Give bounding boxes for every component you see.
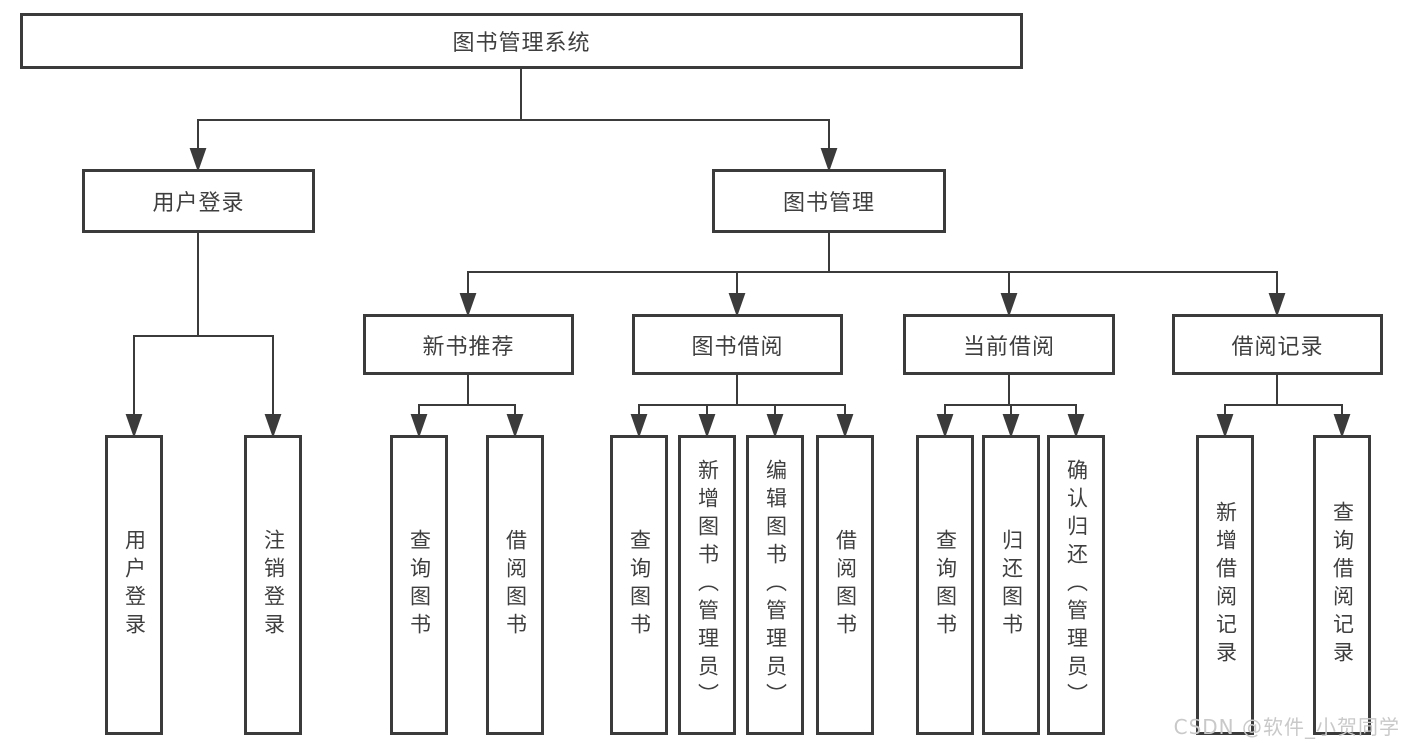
node-label: 借阅图书 bbox=[833, 529, 858, 641]
node-recommend-query-books: 查询图书 bbox=[390, 435, 448, 735]
csdn-watermark: CSDN @软件_小贺同学 bbox=[1173, 715, 1400, 739]
node-query-borrow-record: 查询借阅记录 bbox=[1313, 435, 1371, 735]
node-new-book-recommendation: 新书推荐 bbox=[363, 314, 574, 375]
node-book-management: 图书管理 bbox=[712, 169, 946, 233]
node-edit-books-admin: 编辑图书（管理员） bbox=[746, 435, 804, 735]
node-return-books: 归还图书 bbox=[982, 435, 1040, 735]
node-label: 注销登录 bbox=[261, 529, 286, 641]
node-recommend-borrow-books: 借阅图书 bbox=[486, 435, 544, 735]
node-add-books-admin: 新增图书（管理员） bbox=[678, 435, 736, 735]
node-borrowing-records: 借阅记录 bbox=[1172, 314, 1383, 375]
node-add-borrow-record: 新增借阅记录 bbox=[1196, 435, 1254, 735]
node-library-management-system: 图书管理系统 bbox=[20, 13, 1023, 69]
node-current-query-books: 查询图书 bbox=[916, 435, 974, 735]
node-label: 查询借阅记录 bbox=[1330, 501, 1355, 669]
node-label: 查询图书 bbox=[933, 529, 958, 641]
node-user-login-action: 用户登录 bbox=[105, 435, 163, 735]
node-book-borrowing: 图书借阅 bbox=[632, 314, 843, 375]
node-user-login: 用户登录 bbox=[82, 169, 315, 233]
node-label: 编辑图书（管理员） bbox=[763, 459, 788, 711]
node-logout-action: 注销登录 bbox=[244, 435, 302, 735]
node-confirm-return-admin: 确认归还（管理员） bbox=[1047, 435, 1105, 735]
node-borrow-query-books: 查询图书 bbox=[610, 435, 668, 735]
node-label: 查询图书 bbox=[627, 529, 652, 641]
node-label: 新增借阅记录 bbox=[1213, 501, 1238, 669]
node-label: 用户登录 bbox=[122, 529, 147, 641]
node-label: 查询图书 bbox=[407, 529, 432, 641]
node-label: 归还图书 bbox=[999, 529, 1024, 641]
node-label: 确认归还（管理员） bbox=[1064, 459, 1089, 711]
node-borrow-books: 借阅图书 bbox=[816, 435, 874, 735]
node-current-borrowing: 当前借阅 bbox=[903, 314, 1115, 375]
node-label: 新增图书（管理员） bbox=[695, 459, 720, 711]
node-label: 借阅图书 bbox=[503, 529, 528, 641]
